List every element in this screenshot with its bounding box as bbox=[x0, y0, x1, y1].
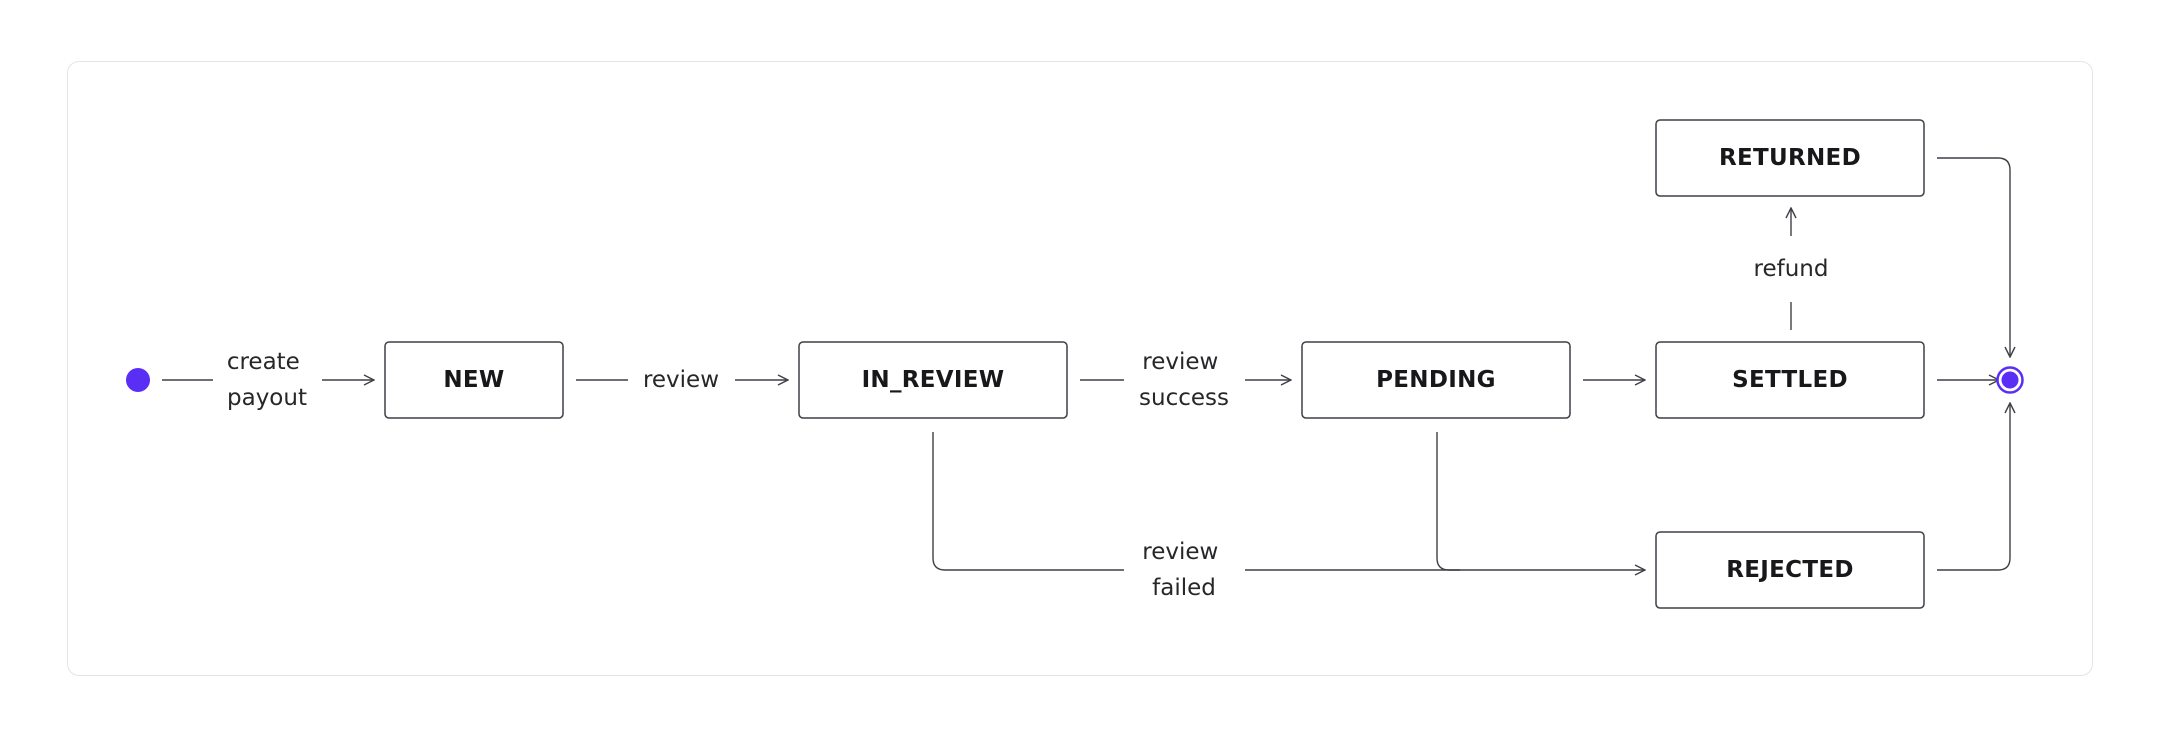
state-rejected[interactable]: REJECTED bbox=[1655, 531, 1925, 609]
state-in-review-label: IN_REVIEW bbox=[862, 367, 1005, 393]
edge-pending-rejected bbox=[1436, 432, 1460, 571]
edge-label-review-success: review success bbox=[1139, 349, 1229, 411]
state-pending[interactable]: PENDING bbox=[1301, 341, 1571, 419]
state-settled[interactable]: SETTLED bbox=[1655, 341, 1925, 419]
state-rejected-label: REJECTED bbox=[1726, 557, 1853, 583]
edge-label-review: review bbox=[643, 367, 719, 393]
state-settled-label: SETTLED bbox=[1732, 367, 1848, 393]
edge-label-refund: refund bbox=[1754, 256, 1829, 282]
edge-rejected-end bbox=[1937, 403, 2010, 571]
state-returned[interactable]: RETURNED bbox=[1655, 119, 1925, 197]
state-returned-label: RETURNED bbox=[1719, 145, 1861, 171]
state-new[interactable]: NEW bbox=[384, 341, 564, 419]
edge-returned-end bbox=[1937, 157, 2010, 357]
state-in-review[interactable]: IN_REVIEW bbox=[798, 341, 1068, 419]
state-new-label: NEW bbox=[443, 367, 504, 393]
edge-label-review-failed: review failed bbox=[1142, 539, 1225, 601]
edge-review-failed-left bbox=[932, 432, 1124, 571]
edge-label-create-payout: create payout bbox=[227, 349, 307, 411]
final-state-icon bbox=[1996, 366, 2024, 394]
state-pending-label: PENDING bbox=[1376, 367, 1496, 393]
initial-state-icon bbox=[126, 368, 150, 392]
